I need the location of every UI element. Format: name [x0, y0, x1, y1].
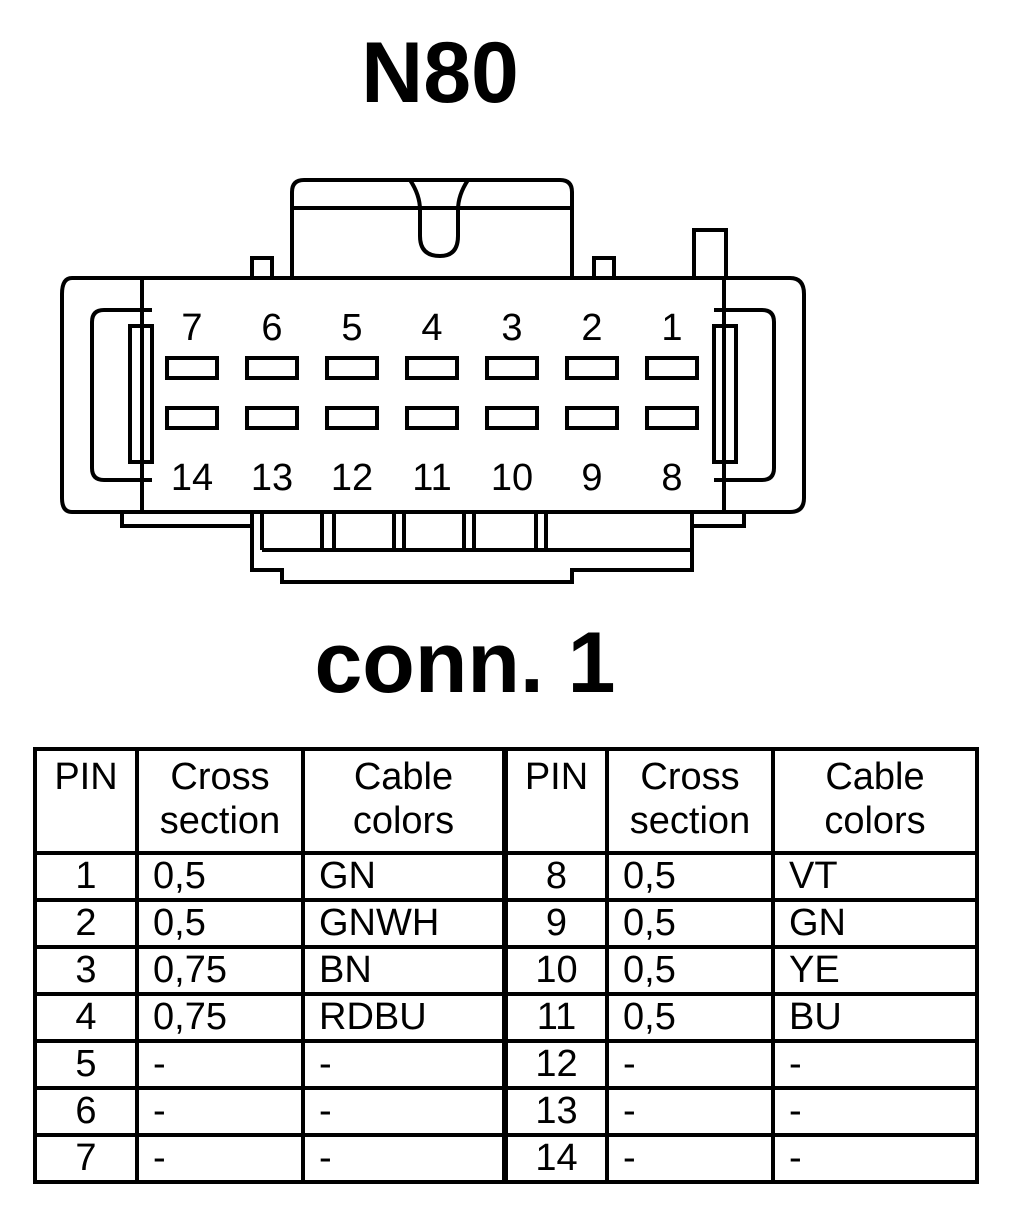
contact-slot-top [565, 356, 619, 380]
cable-color: - [771, 1039, 979, 1090]
cross-section: - [605, 1039, 775, 1090]
contact-slot-top [645, 356, 699, 380]
header-pin: PIN [33, 747, 139, 855]
connector-top-latch [290, 178, 574, 278]
pin-number: 8 [503, 851, 609, 902]
pin-number: 12 [503, 1039, 609, 1090]
pin-number: 7 [33, 1133, 139, 1184]
diagram-title: N80 [361, 25, 519, 121]
contact-slot-bottom [645, 406, 699, 430]
contact-slot-bottom [165, 406, 219, 430]
pin-label-bottom: 8 [661, 457, 682, 499]
connector-tab [592, 256, 616, 280]
cross-section: - [135, 1133, 305, 1184]
table-row: 3 0,75 BN 10 0,5 YE [33, 945, 979, 996]
cable-color: - [301, 1086, 508, 1137]
cable-color: - [771, 1133, 979, 1184]
cable-color: BU [771, 992, 979, 1043]
pin-number: 5 [33, 1039, 139, 1090]
cable-color: - [301, 1133, 508, 1184]
cable-color: GN [771, 898, 979, 949]
pin-label-top: 3 [501, 307, 522, 349]
cable-color: GN [301, 851, 508, 902]
contact-slot-top [165, 356, 219, 380]
contact-slot-top [325, 356, 379, 380]
table-row: 7 - - 14 - - [33, 1133, 979, 1184]
pin-number: 9 [503, 898, 609, 949]
contact-slot-top [485, 356, 539, 380]
pin-number: 6 [33, 1086, 139, 1137]
pin-label-bottom: 13 [251, 457, 293, 499]
table-row: 6 - - 13 - - [33, 1086, 979, 1137]
connector-bottom-skirt [250, 512, 694, 584]
cross-section: - [605, 1133, 775, 1184]
connector-tab [250, 256, 274, 280]
cross-section: 0,5 [605, 945, 775, 996]
contact-slot-top [405, 356, 459, 380]
contact-slot-bottom [405, 406, 459, 430]
pin-number: 14 [503, 1133, 609, 1184]
cross-section: 0,5 [605, 898, 775, 949]
pin-label-top: 1 [661, 307, 682, 349]
cross-section: - [135, 1039, 305, 1090]
pin-number: 13 [503, 1086, 609, 1137]
pin-label-top: 4 [421, 307, 442, 349]
pin-label-bottom: 11 [412, 457, 451, 499]
table-row: 5 - - 12 - - [33, 1039, 979, 1090]
pin-label-bottom: 12 [331, 457, 373, 499]
connector-drawing: 7 14 6 13 5 12 4 11 3 10 2 9 1 8 [60, 178, 806, 584]
pin-number: 11 [503, 992, 609, 1043]
table-row: 4 0,75 RDBU 11 0,5 BU [33, 992, 979, 1043]
header-pin: PIN [503, 747, 609, 855]
cross-section: 0,5 [605, 851, 775, 902]
cable-color: - [771, 1086, 979, 1137]
pin-label-bottom: 10 [491, 457, 533, 499]
connector-left-lock [90, 308, 152, 482]
pin-number: 4 [33, 992, 139, 1043]
cable-color: - [301, 1039, 508, 1090]
cable-color: YE [771, 945, 979, 996]
cable-color: GNWH [301, 898, 508, 949]
contact-slot-bottom [245, 406, 299, 430]
cable-color: BN [301, 945, 508, 996]
pin-label-bottom: 14 [171, 457, 213, 499]
pin-label-top: 2 [581, 307, 602, 349]
cross-section: 0,5 [605, 992, 775, 1043]
pin-number: 10 [503, 945, 609, 996]
connector-tab [692, 228, 728, 280]
connector-body [60, 276, 806, 514]
cable-color: RDBU [301, 992, 508, 1043]
cross-section: 0,75 [135, 992, 305, 1043]
contact-slot-bottom [325, 406, 379, 430]
table-row: 2 0,5 GNWH 9 0,5 GN [33, 898, 979, 949]
pin-label-top: 7 [181, 307, 202, 349]
pin-label-top: 5 [341, 307, 362, 349]
cross-section: 0,75 [135, 945, 305, 996]
contact-slot-top [245, 356, 299, 380]
cross-section: 0,5 [135, 898, 305, 949]
contact-slot-bottom [485, 406, 539, 430]
cross-section: - [605, 1086, 775, 1137]
connector-label: conn. 1 [314, 615, 616, 711]
pin-number: 2 [33, 898, 139, 949]
contact-slot-bottom [565, 406, 619, 430]
table-row: 1 0,5 GN 8 0,5 VT [33, 851, 979, 902]
pin-number: 3 [33, 945, 139, 996]
cross-section: 0,5 [135, 851, 305, 902]
cross-section: - [135, 1086, 305, 1137]
pin-label-bottom: 9 [581, 457, 602, 499]
pin-label-top: 6 [261, 307, 282, 349]
pin-number: 1 [33, 851, 139, 902]
cable-color: VT [771, 851, 979, 902]
connector-right-lock [714, 308, 776, 482]
